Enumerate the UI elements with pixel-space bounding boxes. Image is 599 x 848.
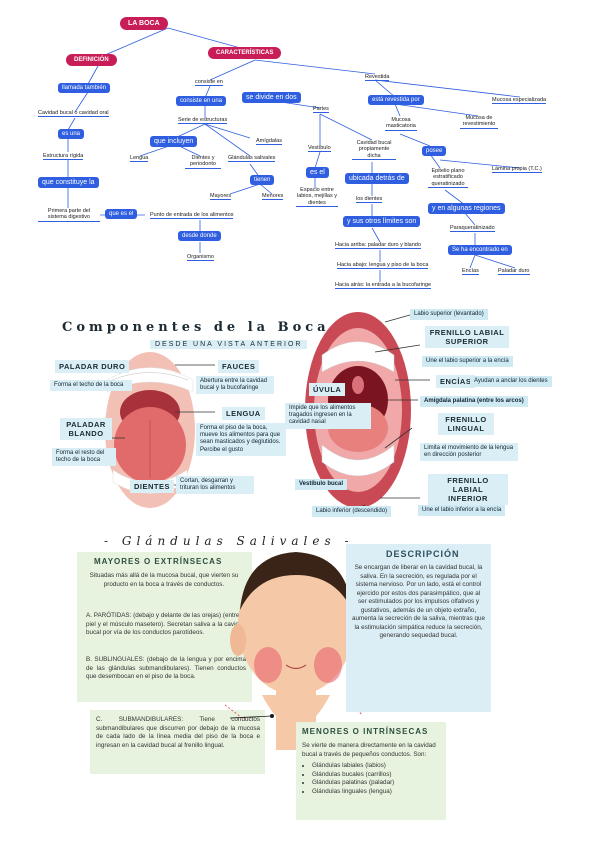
se-divide-chip: se divide en dos xyxy=(242,92,301,103)
frenillo-superior-desc: Une el labio superior a la encía xyxy=(422,356,513,368)
revestida-node: Revestida xyxy=(365,74,390,82)
los-dientes-node: los dientes xyxy=(356,196,383,204)
hacia-atras-node: Hacia atrás: la entrada a la bucofaringe xyxy=(335,282,432,290)
primera-parte-node: Primera parte del sistema digestivo xyxy=(38,208,100,222)
list-item: Glándulas palatinas (paladar) xyxy=(312,779,452,788)
esta-revestida-chip: está revestida por xyxy=(368,95,424,105)
uvula-desc: Impide que los alimentos tragados ingres… xyxy=(285,403,371,429)
dientes-node: Dientes y periodonto xyxy=(185,155,221,169)
amigdalas-node: Amígdalas xyxy=(256,138,282,146)
tienen-chip: tienen xyxy=(250,175,275,185)
que-incluyen-chip: que incluyen xyxy=(150,136,198,147)
menores-title: MENORES O INTRÍNSECAS xyxy=(302,727,429,736)
descripcion-text: Se encargan de liberar en la cavidad buc… xyxy=(352,564,486,639)
mayores-title: MAYORES O EXTRÍNSECAS xyxy=(94,557,223,566)
es-el-chip: es el xyxy=(306,167,329,178)
submandibulares-item: C. SUBMANDIBULARES: Tiene conductos subm… xyxy=(96,716,260,749)
punto-entrada-node: Punto de entrada de los alimentos xyxy=(150,212,234,220)
organismo-node: Organismo xyxy=(187,254,214,262)
llamada-tambien-chip: llamada también xyxy=(58,83,111,93)
que-es-el-chip: que es el xyxy=(105,209,138,219)
menores-panel xyxy=(296,722,446,820)
list-item: Glándulas linguales (lengua) xyxy=(312,788,452,797)
glandulas-node: Glándulas salivales xyxy=(228,155,276,163)
espacio-entre-node: Espacio entre labios, mejillas y dientes xyxy=(296,187,338,207)
paladar-blando-desc: Forma el resto del techo de la boca xyxy=(52,448,116,467)
descripcion-title: DESCRIPCIÓN xyxy=(386,549,460,559)
lamina-propia-node: Lámina propia (T.C.) xyxy=(492,166,542,174)
estructura-rigida-node: Estructura rígida xyxy=(43,153,84,161)
es-una-chip: es una xyxy=(58,129,85,139)
encias-node: Encías xyxy=(462,268,479,276)
components-title: Componentes de la Boca xyxy=(62,320,330,335)
epitelio-node: Epitelio plano estratificado queratiniza… xyxy=(428,168,468,188)
encias-desc: Ayudan a anclar los dientes xyxy=(470,376,552,388)
dientes-label: DIENTES xyxy=(130,480,175,493)
fauces-desc: Abertura entre la cavidad bucal y la buc… xyxy=(196,376,274,395)
descripcion-panel xyxy=(346,544,491,712)
frenillo-inferior-label: FRENILLO LABIAL INFERIOR xyxy=(428,474,508,505)
paladar-duro-node: Paladar duro xyxy=(498,268,530,276)
submandibulares-panel xyxy=(90,710,265,774)
cavidad-bucal-node: Cavidad bucal o cavidad oral xyxy=(38,110,109,118)
lengua-node: Lengua xyxy=(130,155,149,163)
mucosa-especializada-node: Mucosa especializada xyxy=(492,97,547,105)
sublinguales-item: B. SUBLINGUALES: (debajo de la lengua y … xyxy=(86,656,246,680)
que-constituye-chip: que constituye la xyxy=(38,177,99,188)
root-title: LA BOCA xyxy=(120,17,168,30)
mucosa-masticatoria-node: Mucosa masticatoria xyxy=(385,117,417,131)
list-item: Glándulas labiales (labios) xyxy=(312,762,452,771)
menores-list: Glándulas labiales (labios) Glándulas bu… xyxy=(296,762,452,796)
lengua-label: LENGUA xyxy=(222,407,265,420)
serie-estructuras-node: Serie de estructuras xyxy=(178,117,228,125)
y-en-algunas-chip: y en algunas regiones xyxy=(428,203,505,214)
menores-node: Menores xyxy=(262,193,284,201)
dientes-desc: Cortan, desgarran y trituran los aliment… xyxy=(176,476,254,495)
paladar-duro-label: PALADAR DURO xyxy=(55,360,130,373)
consiste-node: consiste en xyxy=(195,79,223,87)
frenillo-superior-label: FRENILLO LABIAL SUPERIOR xyxy=(425,326,509,348)
y-sus-limites-chip: y sus otros límites son xyxy=(343,216,421,227)
caracteristicas-node: CARACTERÍSTICAS xyxy=(208,47,282,59)
parotidas-item: A. PARÓTIDAS: (debajo y delante de las o… xyxy=(86,612,246,636)
amigdala-label: Amígdala palatina (entre los arcos) xyxy=(420,396,528,408)
hacia-abajo-node: Hacia abajo: lengua y piso de la boca xyxy=(337,262,429,270)
labio-inferior-label: Labio inferior (descendido) xyxy=(312,506,392,518)
vestibulo-node: Vestíbulo xyxy=(308,145,331,153)
fauces-label: FAUCES xyxy=(218,360,260,373)
mayores-intro: Situadas más allá de la mucosa bucal, qu… xyxy=(89,572,239,588)
labio-superior-label: Labio superior (levantado) xyxy=(410,309,488,321)
components-subtitle: DESDE UNA VISTA ANTERIOR xyxy=(150,340,308,349)
mayores-panel xyxy=(77,552,252,702)
mucosa-revestimiento-node: Mucosa de revestimiento xyxy=(460,115,498,129)
encias-label: ENCÍAS xyxy=(436,375,476,388)
hacia-arriba-node: Hacia arriba: paladar duro y blando xyxy=(335,242,421,250)
mayores-node: Mayores xyxy=(210,193,232,201)
vestibulo-label: Vestíbulo bucal xyxy=(295,479,348,491)
posee-chip: posee xyxy=(422,146,447,156)
frenillo-lingual-desc: Limita el movimiento de la lengua en dir… xyxy=(420,443,518,462)
ubicada-detras-chip: ubicada detrás de xyxy=(345,173,409,184)
cavidad-propia-node: Cavidad bucal propiamente dicha xyxy=(352,140,396,160)
paladar-blando-label: PALADAR BLANDO xyxy=(60,418,112,440)
definicion-node: DEFINICIÓN xyxy=(66,54,117,66)
consiste-en-una-chip: consiste en una xyxy=(176,96,227,106)
glands-title: - Glándulas Salivales - xyxy=(104,534,354,548)
desde-donde-chip: desde donde xyxy=(178,231,221,241)
menores-intro: Se vierte de manera directamente en la c… xyxy=(302,742,436,758)
paladar-duro-desc: Forma el techo de la boca xyxy=(50,380,132,392)
uvula-label: ÚVULA xyxy=(309,383,346,396)
frenillo-lingual-label: FRENILLO LINGUAL xyxy=(438,413,494,435)
se-ha-encontrado-chip: Se ha encontrado en xyxy=(448,245,512,255)
frenillo-inferior-desc: Une el labio inferior a la encía xyxy=(418,505,506,517)
partes-node: Partes xyxy=(313,106,329,114)
paraqueratinizado-node: Paraqueratinizado xyxy=(450,225,495,233)
lengua-desc: Forma el piso de la boca, mueve los alim… xyxy=(196,423,286,456)
list-item: Glándulas bucales (carrillos) xyxy=(312,771,452,780)
